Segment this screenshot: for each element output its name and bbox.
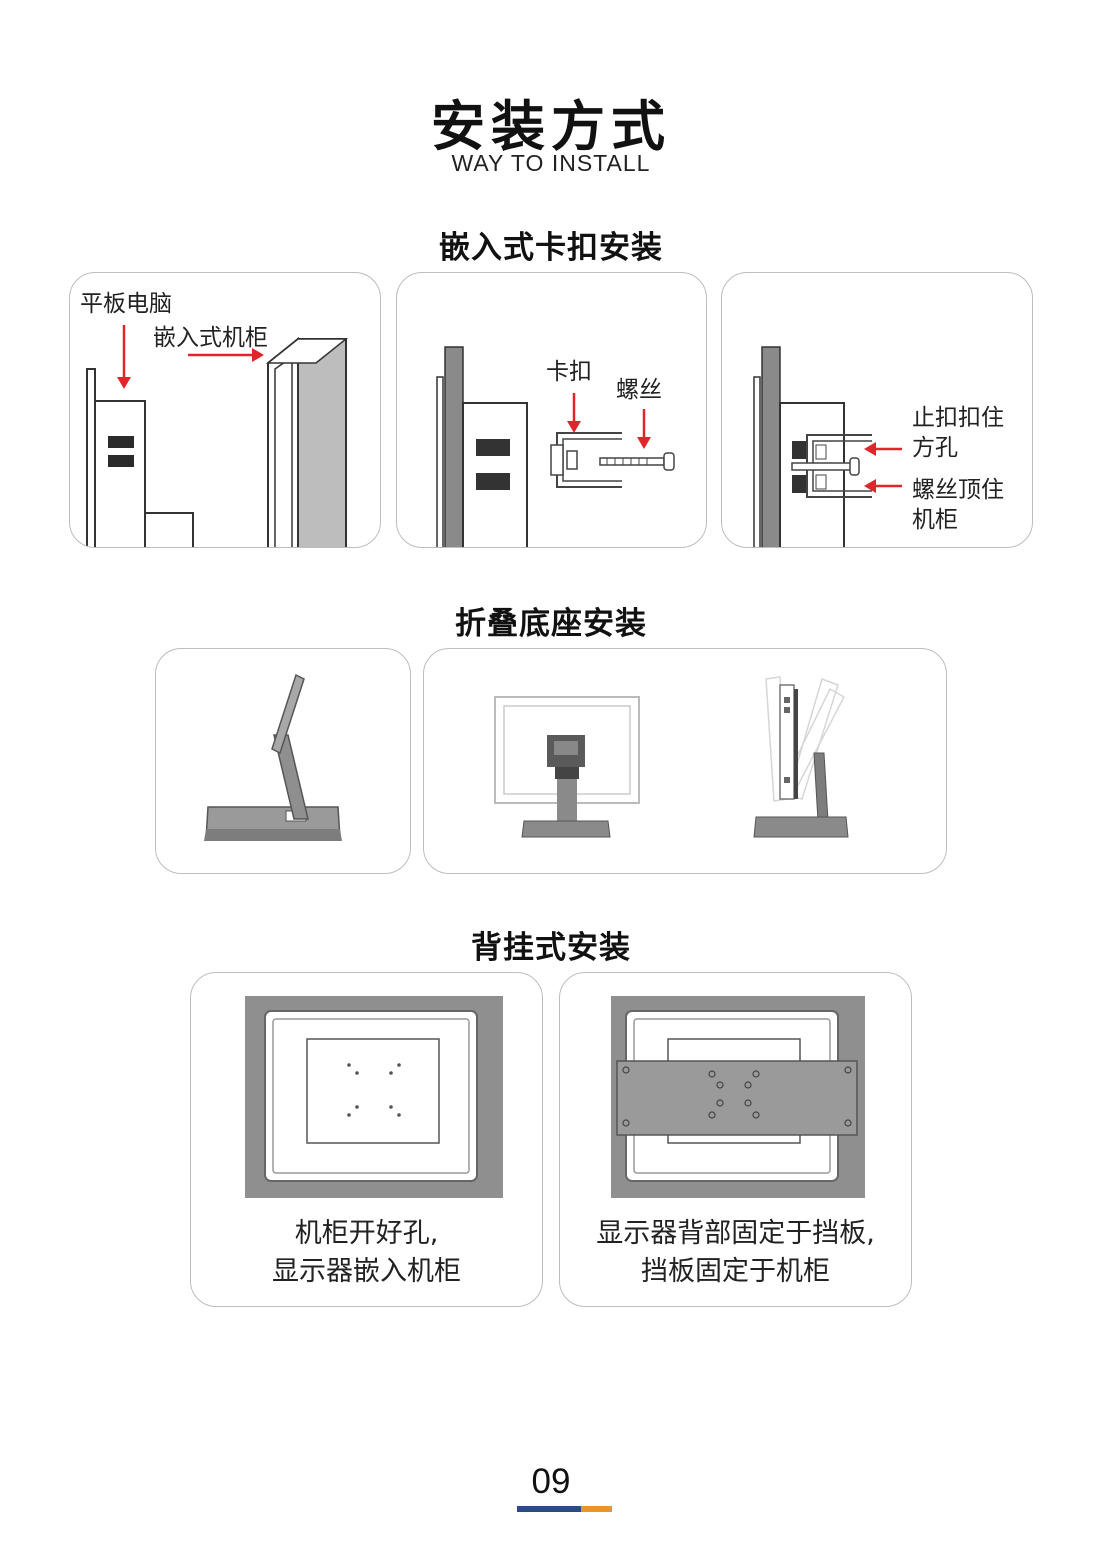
label-clip: 卡扣 xyxy=(546,359,592,385)
footer-bar-blue xyxy=(517,1506,581,1512)
panel-embedded-clip: 卡扣 螺丝 xyxy=(396,272,707,548)
embedded-fixed-illustration xyxy=(753,346,902,547)
label-screw-line1: 螺丝顶住 xyxy=(912,477,1004,503)
page-number: 09 xyxy=(531,1462,571,1501)
label-stop-line1: 止扣扣住 xyxy=(912,405,1004,431)
caption-cabinet-line1: 机柜开好孔, xyxy=(294,1218,439,1249)
embedded-overview-illustration xyxy=(86,325,349,547)
folding-side-illustration xyxy=(204,673,342,841)
panel-embedded-overview: 平板电脑 嵌入式机柜 xyxy=(69,272,381,548)
label-cabinet: 嵌入式机柜 xyxy=(153,325,268,351)
panel-backmount-cabinet: 机柜开好孔, 显示器嵌入机柜 xyxy=(190,972,543,1307)
folding-views-illustration xyxy=(494,676,849,838)
caption-cabinet-line2: 显示器嵌入机柜 xyxy=(272,1256,461,1287)
label-stop-line2: 方孔 xyxy=(912,435,958,461)
page-title: 安装方式 xyxy=(431,95,671,158)
backmount-plate-illustration xyxy=(611,996,865,1198)
section-title-folding: 折叠底座安装 xyxy=(455,606,647,642)
caption-plate-line1: 显示器背部固定于挡板, xyxy=(596,1218,875,1249)
panel-backmount-plate: 显示器背部固定于挡板, 挡板固定于机柜 xyxy=(559,972,912,1307)
panel-folding-side xyxy=(155,648,411,874)
label-tablet: 平板电脑 xyxy=(80,291,172,317)
footer-bar-orange xyxy=(581,1506,612,1512)
caption-plate-line2: 挡板固定于机柜 xyxy=(641,1256,830,1287)
section-title-embedded: 嵌入式卡扣安装 xyxy=(439,230,663,266)
panel-embedded-fixed: 止扣扣住 方孔 螺丝顶住 机柜 xyxy=(721,272,1033,548)
page-subtitle: WAY TO INSTALL xyxy=(451,150,651,176)
section-title-backmount: 背挂式安装 xyxy=(471,930,631,966)
backmount-cabinet-illustration xyxy=(245,996,503,1198)
embedded-clip-illustration xyxy=(436,346,675,547)
panel-folding-views xyxy=(423,648,947,874)
label-screw: 螺丝 xyxy=(616,377,662,403)
label-screw-line2: 机柜 xyxy=(912,507,958,533)
